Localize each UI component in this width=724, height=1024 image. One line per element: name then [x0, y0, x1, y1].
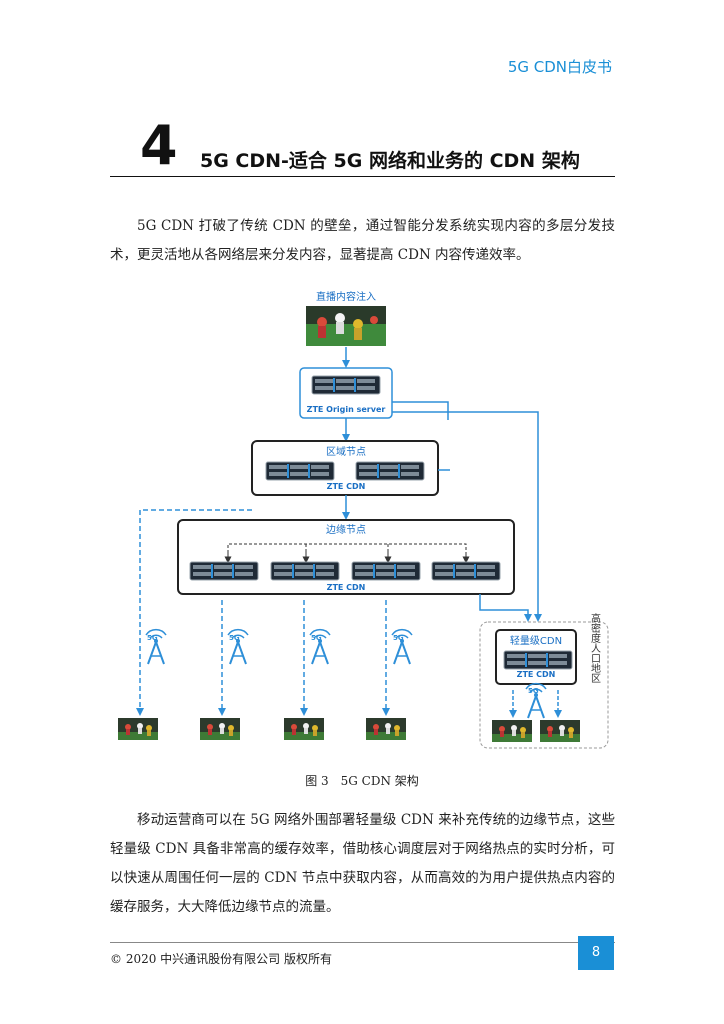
user-video-1 [118, 718, 158, 740]
high-density-area: 轻量级CDN ZTE CDN 高密度人口地区 5G [479, 612, 609, 749]
edge-label: 边缘节点 [326, 523, 366, 536]
tower-3-label: 5G [311, 634, 322, 642]
light-cdn-zte-label: ZTE CDN [517, 670, 556, 679]
header-title: 5G CDN白皮书 [507, 58, 612, 76]
light-cdn-label: 轻量级CDN [510, 634, 562, 647]
chapter-heading: 4 5G CDN-适合 5G 网络和业务的 CDN 架构 [110, 116, 615, 177]
user-video-2 [200, 718, 240, 740]
tower-2-label: 5G [229, 634, 240, 642]
body-paragraph: 移动运营商可以在 5G 网络外围部署轻量级 CDN 来补充传统的边缘节点，这些轻… [110, 812, 615, 915]
footer-divider [110, 942, 615, 943]
chapter-title: 5G CDN-适合 5G 网络和业务的 CDN 架构 [200, 150, 580, 172]
user-video-6 [540, 720, 580, 742]
edge-cdn-label: ZTE CDN [327, 583, 366, 592]
page-number: 8 [578, 936, 614, 970]
edge-node-box: 边缘节点 ZTE CDN [177, 519, 515, 595]
regional-node-box: 区域节点 ZTE CDN [251, 440, 439, 496]
tower-5-label: 5G [528, 687, 539, 695]
source-video-thumbnail [306, 306, 386, 346]
origin-server-box: ZTE Origin server [299, 367, 393, 419]
chapter-number: 4 [140, 114, 178, 177]
source-label: 直播内容注入 [316, 290, 376, 303]
density-label: 高密度人口地区 [589, 612, 601, 683]
copyright: © 2020 中兴通讯股份有限公司 版权所有 [110, 952, 332, 966]
regional-cdn-label: ZTE CDN [327, 482, 366, 491]
tower-4-label: 5G [393, 634, 404, 642]
regional-label: 区域节点 [326, 445, 366, 458]
figure-caption: 图 3 5G CDN 架构 [305, 774, 419, 788]
tower-1-label: 5G [147, 634, 158, 642]
origin-label: ZTE Origin server [307, 405, 386, 414]
user-video-4 [366, 718, 406, 740]
intro-paragraph: 5G CDN 打破了传统 CDN 的壁垒，通过智能分发系统实现内容的多层分发技术… [110, 218, 615, 263]
user-video-5 [492, 720, 532, 742]
user-video-3 [284, 718, 324, 740]
